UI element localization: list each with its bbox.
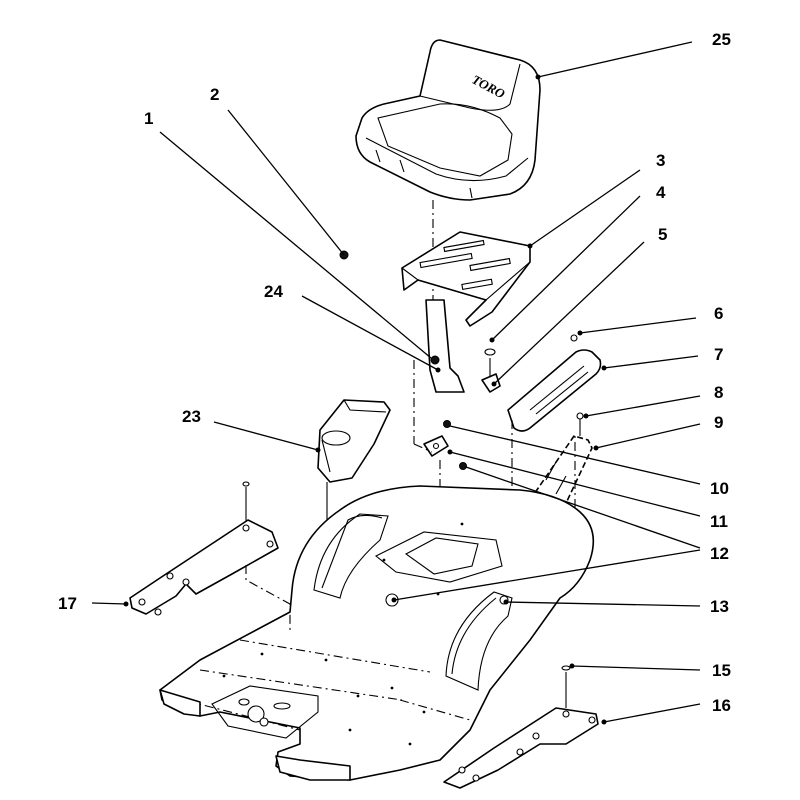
seat-adjustment-knob — [481, 358, 501, 393]
seat: TORO — [355, 39, 541, 201]
callout-17: 17 — [58, 594, 77, 613]
mounting-bracket — [423, 435, 449, 457]
fender-body — [159, 485, 595, 781]
callout-25: 25 — [712, 30, 731, 49]
callout-13: 13 — [710, 597, 729, 616]
hinge-nut — [430, 355, 440, 365]
right-fender-plate — [443, 707, 599, 789]
screw — [570, 334, 578, 342]
washer — [484, 348, 496, 356]
callout-6: 6 — [714, 304, 723, 323]
callout-12: 12 — [710, 544, 729, 563]
callouts: 25 2 1 3 4 5 24 6 7 8 9 23 10 — [58, 30, 731, 725]
callout-24: 24 — [264, 282, 283, 301]
callout-15: 15 — [712, 661, 731, 680]
callout-8: 8 — [714, 383, 723, 402]
callout-2: 2 — [210, 85, 219, 104]
seat-slide-plate — [507, 349, 602, 432]
callout-7: 7 — [714, 345, 723, 364]
callout-23: 23 — [182, 407, 201, 426]
cup-holder — [317, 399, 391, 483]
rail-screw — [576, 412, 584, 420]
callout-4: 4 — [656, 183, 666, 202]
left-plate-guide — [245, 565, 291, 630]
callout-5: 5 — [658, 225, 667, 244]
callout-11: 11 — [710, 512, 728, 531]
callout-9: 9 — [714, 413, 723, 432]
bracket-bolt — [443, 420, 451, 428]
right-plate-screw — [561, 665, 571, 671]
seat-mounting-plate — [401, 231, 531, 327]
callout-16: 16 — [712, 696, 731, 715]
callout-1: 1 — [144, 109, 153, 128]
callout-3: 3 — [656, 151, 665, 170]
bracket-nut — [459, 462, 467, 470]
left-fender-plate — [129, 519, 279, 616]
seat-hinge-strap — [425, 299, 465, 393]
callout-10: 10 — [710, 479, 729, 498]
